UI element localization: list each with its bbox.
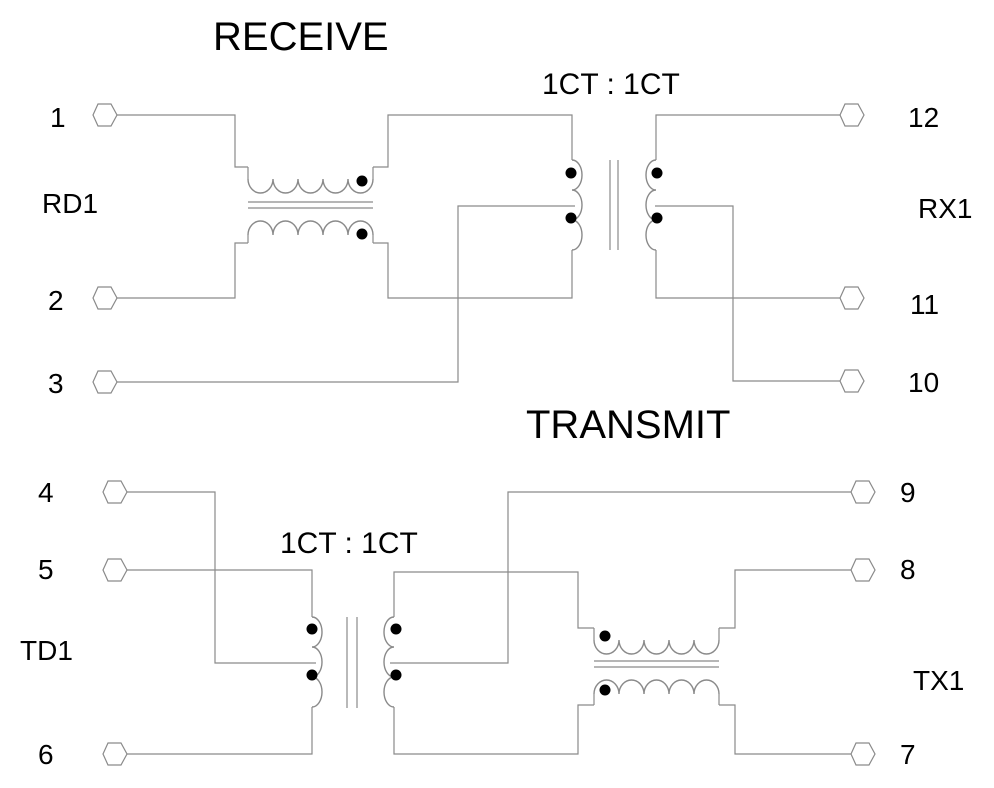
receive-choke: [247, 167, 374, 243]
polarity-dot: [651, 167, 663, 179]
pin-label-7: 7: [900, 739, 916, 770]
transmit-choke: [593, 628, 720, 705]
polarity-dot: [390, 669, 402, 681]
transmit-right-group-label: TX1: [913, 665, 964, 696]
pin-label-11: 11: [910, 289, 939, 320]
pin-terminal-10: [839, 369, 865, 393]
polarity-dot: [565, 167, 577, 179]
transmit-ratio-label: 1CT : 1CT: [280, 527, 418, 560]
receive-transformer: [565, 159, 663, 251]
polarity-dot: [356, 175, 368, 187]
pin-terminal-12: [839, 103, 865, 127]
pin-label-9: 9: [900, 477, 916, 508]
transmit-left-group-label: TD1: [20, 635, 73, 666]
polarity-dot: [565, 212, 577, 224]
pin-label-5: 5: [38, 554, 54, 585]
polarity-dot: [651, 212, 663, 224]
pin-label-3: 3: [48, 368, 64, 399]
transmit-title: TRANSMIT: [526, 403, 730, 447]
receive-wires: [117, 114, 840, 383]
pin-label-1: 1: [50, 102, 66, 133]
pin-label-4: 4: [38, 477, 54, 508]
pin-terminal-9: [850, 480, 876, 504]
receive-title: RECEIVE: [213, 15, 389, 59]
receive-left-group-label: RD1: [42, 188, 98, 219]
transmit-wires: [127, 491, 851, 755]
pin-terminal-8: [850, 558, 876, 582]
transmit-section: TRANSMIT 1CT : 1CT TD1 TX1 4 5 6 9 8 7: [20, 403, 964, 770]
receive-right-group-label: RX1: [918, 193, 972, 224]
polarity-dot: [306, 669, 318, 681]
polarity-dot: [599, 684, 611, 696]
pin-terminal-5: [102, 558, 128, 582]
pin-label-12: 12: [908, 102, 939, 133]
polarity-dot: [306, 623, 318, 635]
pin-terminal-2: [92, 286, 118, 310]
pin-terminal-7: [850, 742, 876, 766]
pin-label-2: 2: [48, 285, 64, 316]
pin-label-6: 6: [38, 739, 54, 770]
pin-terminal-11: [839, 286, 865, 310]
pin-terminal-6: [102, 742, 128, 766]
polarity-dot: [599, 630, 611, 642]
pin-label-10: 10: [908, 367, 939, 398]
pin-terminal-4: [102, 480, 128, 504]
polarity-dot: [390, 623, 402, 635]
transmit-transformer: [306, 616, 402, 708]
polarity-dot: [356, 228, 368, 240]
receive-section: RECEIVE 1CT : 1CT RD1 RX1 1 2 3 12 11 10: [42, 15, 972, 399]
pin-label-8: 8: [900, 554, 916, 585]
receive-ratio-label: 1CT : 1CT: [542, 68, 680, 101]
pin-terminal-3: [92, 370, 118, 394]
pin-terminal-1: [92, 103, 118, 127]
